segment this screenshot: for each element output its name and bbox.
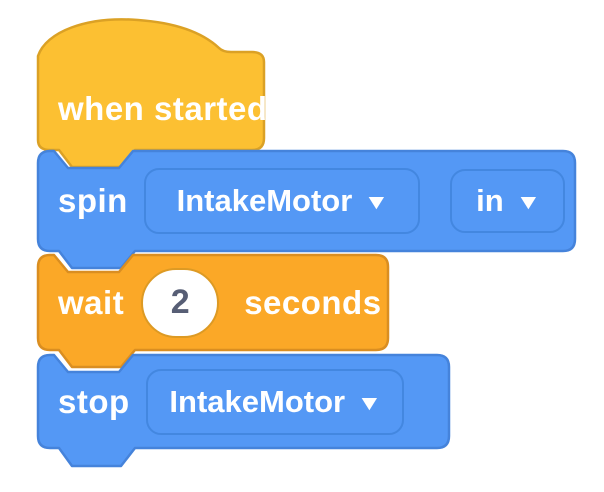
wait-seconds-value: 2	[170, 283, 190, 321]
spin-block-shape	[36, 149, 577, 270]
stop-block-shape	[36, 353, 451, 468]
dropdown-arrow-icon: ▼	[515, 191, 542, 214]
wait-block[interactable]: wait 2 seconds	[36, 253, 390, 369]
wait-unit-label: seconds	[244, 283, 382, 321]
spin-motor-dropdown[interactable]: IntakeMotor ▼	[143, 168, 420, 234]
dropdown-arrow-icon: ▼	[356, 391, 383, 415]
spin-direction-dropdown-value: in	[476, 183, 504, 218]
when-started-block[interactable]: when started	[36, 18, 268, 170]
dropdown-arrow-icon: ▼	[363, 191, 390, 214]
spin-direction-dropdown[interactable]: in ▼	[449, 169, 565, 233]
spin-block[interactable]: spin IntakeMotor ▼ in ▼	[36, 149, 577, 270]
stop-motor-dropdown-value: IntakeMotor	[169, 383, 346, 419]
stop-block[interactable]: stop IntakeMotor ▼	[36, 353, 451, 468]
stop-label: stop	[58, 382, 130, 420]
stop-motor-dropdown[interactable]: IntakeMotor ▼	[145, 368, 404, 435]
when-started-label: when started	[58, 90, 268, 127]
spin-motor-dropdown-value: IntakeMotor	[176, 183, 353, 218]
wait-label: wait	[58, 283, 125, 321]
wait-seconds-input[interactable]: 2	[141, 267, 220, 338]
spin-label: spin	[58, 182, 128, 219]
